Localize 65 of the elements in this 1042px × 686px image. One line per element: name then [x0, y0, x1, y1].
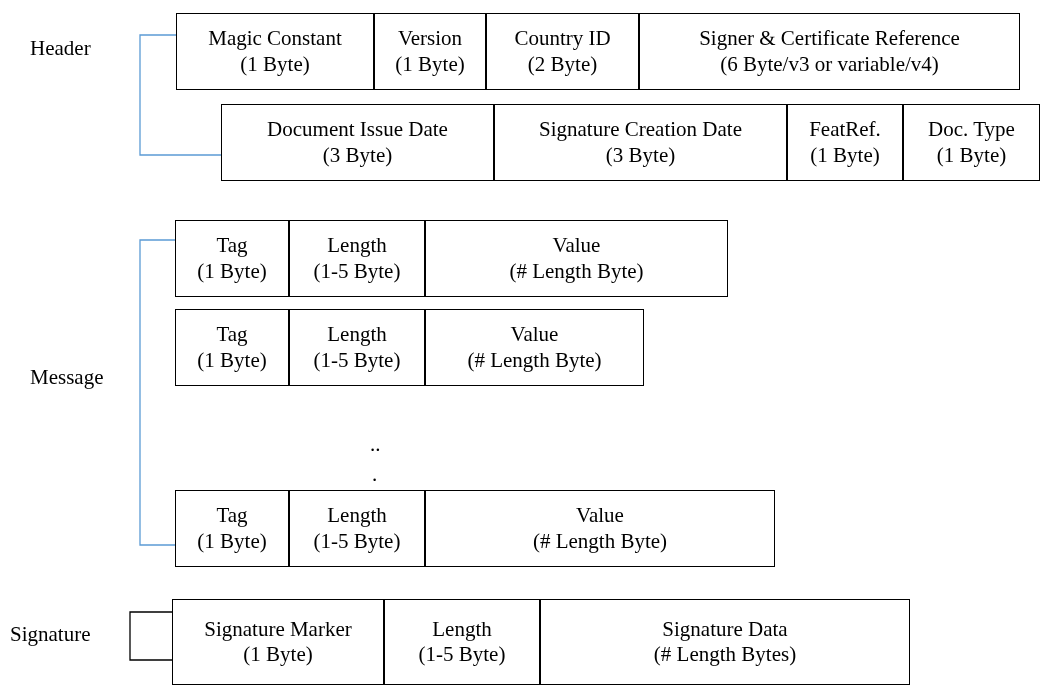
field-name: Signature Creation Date [539, 117, 742, 143]
ellipsis-mark: . [372, 462, 378, 487]
field-name: Length [327, 322, 387, 348]
field-name: Length [327, 233, 387, 259]
field-cell [289, 309, 425, 386]
field-cell [172, 599, 384, 685]
field-name: Value [552, 233, 601, 259]
field-name: Length [432, 616, 492, 642]
field-size: (3 Byte) [605, 142, 676, 168]
field-name: Tag [216, 503, 248, 529]
field-name: Country ID [514, 26, 611, 52]
field-size: (1-5 Byte) [418, 642, 506, 668]
section-label: Header [30, 36, 91, 61]
field-size: (# Length Byte) [467, 347, 602, 373]
field-cell [176, 13, 374, 90]
field-name: Length [327, 503, 387, 529]
field-cell [175, 220, 289, 297]
field-name: Tag [216, 322, 248, 348]
field-cell [384, 599, 540, 685]
field-name: Magic Constant [208, 26, 342, 52]
field-name: Document Issue Date [267, 117, 448, 143]
field-name: Doc. Type [928, 117, 1015, 143]
field-cell [289, 490, 425, 567]
field-size: (# Length Byte) [532, 528, 668, 554]
field-size: (1 Byte) [240, 51, 310, 77]
field-size: (1 Byte) [197, 528, 267, 554]
field-cell [903, 104, 1040, 181]
section-label: Signature [10, 622, 91, 647]
field-cell [787, 104, 903, 181]
field-name: Signature Data [662, 616, 788, 642]
field-cell [175, 309, 289, 386]
field-cell [540, 599, 910, 685]
field-size: (# Length Bytes) [653, 642, 797, 668]
field-cell [425, 220, 728, 297]
field-name: Tag [216, 233, 248, 259]
section-label: Message [30, 365, 104, 390]
field-size: (1-5 Byte) [313, 347, 401, 373]
field-size: (1 Byte) [197, 258, 267, 284]
field-size: (1 Byte) [243, 642, 313, 668]
field-name: Signer & Certificate Reference [699, 26, 960, 52]
field-cell [639, 13, 1020, 90]
field-size: (6 Byte/v3 or variable/v4) [720, 51, 939, 77]
field-name: Version [397, 26, 463, 52]
field-cell [289, 220, 425, 297]
field-size: (1-5 Byte) [313, 528, 401, 554]
field-cell [175, 490, 289, 567]
field-size: (3 Byte) [322, 142, 393, 168]
field-cell [221, 104, 494, 181]
field-cell [374, 13, 486, 90]
field-cell [494, 104, 787, 181]
field-size: (1 Byte) [936, 142, 1007, 168]
ellipsis-mark: .. [370, 432, 381, 457]
field-name: Value [576, 503, 624, 529]
field-size: (2 Byte) [527, 51, 598, 77]
field-size: (1 Byte) [395, 51, 465, 77]
field-name: FeatRef. [809, 117, 881, 143]
field-name: Signature Marker [204, 616, 352, 642]
field-size: (1 Byte) [197, 347, 267, 373]
field-cell [425, 490, 775, 567]
field-size: (1-5 Byte) [313, 258, 401, 284]
field-cell [486, 13, 639, 90]
field-size: (# Length Byte) [509, 258, 644, 284]
field-size: (1 Byte) [810, 142, 880, 168]
field-cell [425, 309, 644, 386]
field-name: Value [510, 322, 559, 348]
